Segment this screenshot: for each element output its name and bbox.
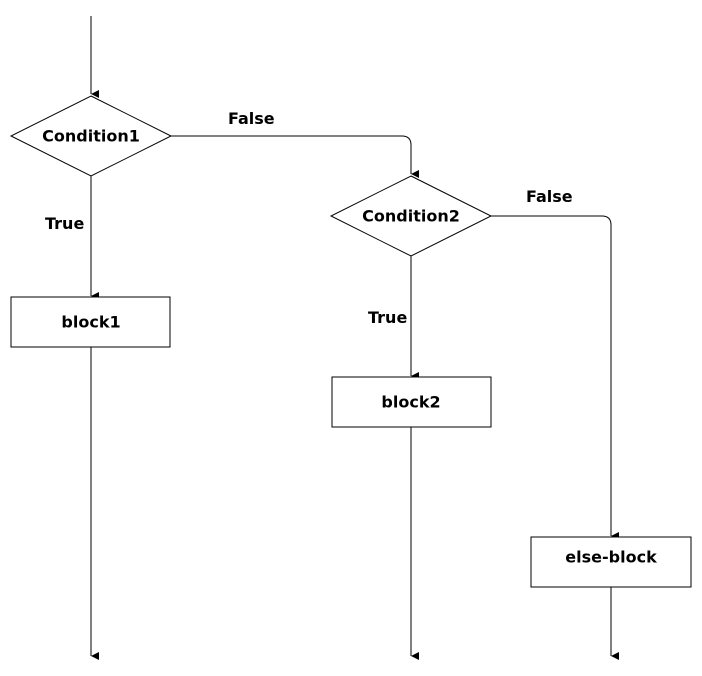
condition2-node: Condition2 bbox=[329, 175, 493, 257]
block1-label: block1 bbox=[61, 313, 120, 332]
cond1-false-label: False bbox=[228, 109, 275, 128]
block2-label: block2 bbox=[381, 393, 440, 412]
block2-node: block2 bbox=[331, 376, 492, 428]
condition1-node: Condition1 bbox=[9, 95, 173, 177]
condition1-label: Condition1 bbox=[42, 127, 140, 146]
block1-node: block1 bbox=[10, 296, 171, 348]
cond2-false-arrow bbox=[491, 215, 619, 540]
condition2-label: Condition2 bbox=[362, 207, 460, 226]
cond1-false-arrow bbox=[171, 135, 419, 178]
block1-box bbox=[10, 296, 171, 348]
else-block-box bbox=[530, 536, 692, 588]
else-block-label: else-block bbox=[565, 548, 657, 567]
cond2-true-label: True bbox=[368, 308, 407, 327]
block2-box bbox=[331, 376, 492, 428]
cond2-false-label: False bbox=[526, 187, 573, 206]
cond1-true-label: True bbox=[45, 214, 84, 233]
else-block-node: else-block bbox=[530, 536, 692, 588]
